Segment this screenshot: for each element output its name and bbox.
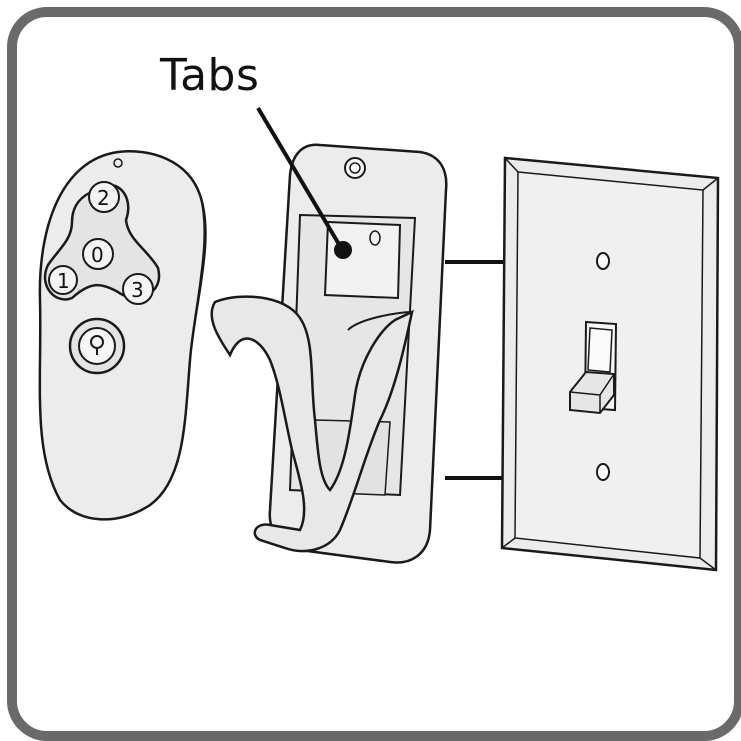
button-1-label: 1 [57, 269, 70, 293]
screw-hole-bottom [597, 464, 609, 480]
mounting-hole-top [345, 158, 365, 178]
screw-hole-top [597, 253, 609, 269]
remote-button-1[interactable]: 1 [49, 266, 77, 294]
remote-power-button[interactable] [70, 319, 124, 373]
tabs-callout-label: Tabs [160, 50, 259, 101]
remote-control: 2 0 1 3 [40, 151, 206, 519]
remote-button-3[interactable]: 3 [123, 274, 153, 304]
remote-button-0[interactable]: 0 [83, 239, 113, 269]
button-2-label: 2 [97, 186, 110, 210]
remote-holder [212, 145, 447, 563]
remote-button-2[interactable]: 2 [89, 182, 119, 212]
button-0-label: 0 [91, 243, 104, 267]
button-3-label: 3 [131, 278, 144, 302]
wall-switch-plate [502, 158, 718, 570]
tabs-block [325, 222, 400, 298]
